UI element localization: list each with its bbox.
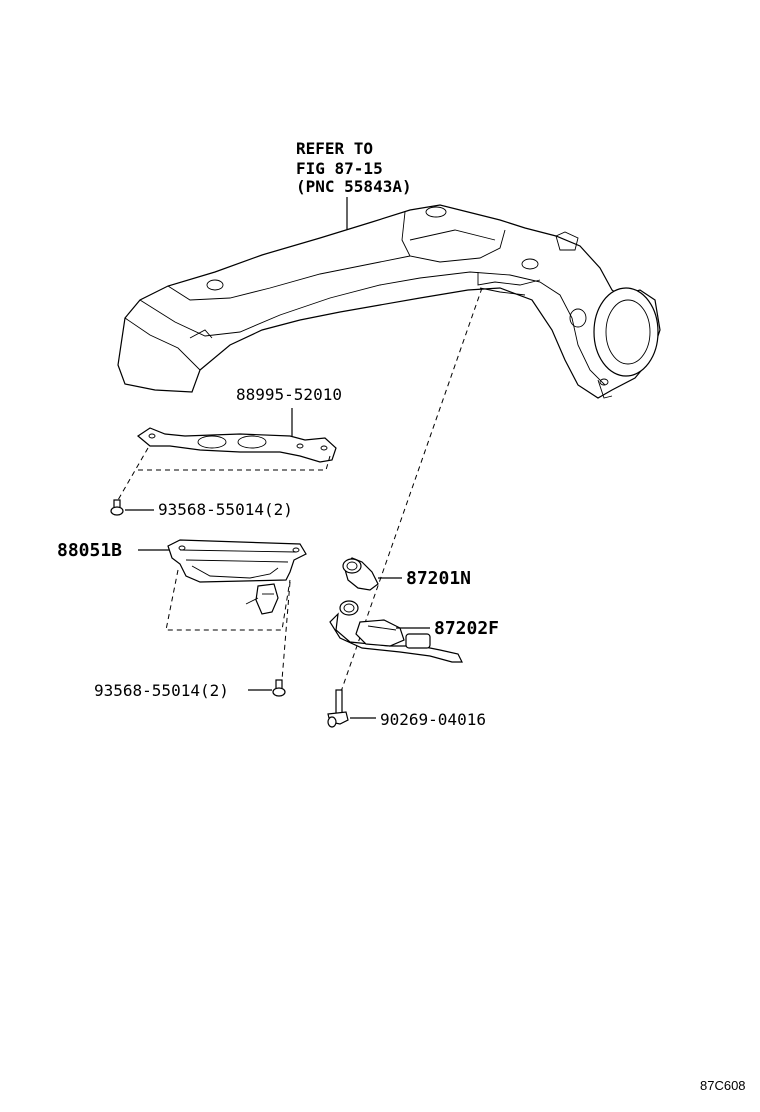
bracket-dash-left bbox=[117, 447, 149, 501]
unit-label: 88051B bbox=[57, 540, 122, 561]
sensor-b-part bbox=[329, 600, 463, 663]
sensor-a-label: 87201N bbox=[406, 568, 471, 589]
reference-line-3: (PNC 55843A) bbox=[296, 177, 412, 196]
bracket-part bbox=[136, 427, 337, 463]
screw-upper bbox=[110, 499, 124, 516]
unit-dash-outline bbox=[165, 569, 291, 631]
sensor-a-part bbox=[342, 557, 379, 591]
mounting-dash-line bbox=[335, 287, 483, 707]
reference-line-2: FIG 87-15 bbox=[296, 159, 383, 178]
reference-line-1: REFER TO bbox=[296, 139, 373, 158]
bracket-part-label: 88995-52010 bbox=[236, 385, 342, 404]
bolt-part bbox=[327, 689, 349, 728]
figure-code: 87C608 bbox=[700, 1078, 746, 1093]
bolt-label: 90269-04016 bbox=[380, 710, 486, 729]
screw-lower bbox=[272, 679, 286, 697]
sensor-b-label: 87202F bbox=[434, 618, 499, 639]
unit-dash-screw bbox=[281, 581, 291, 681]
screw-upper-label: 93568-55014(2) bbox=[158, 500, 293, 519]
bracket-dash-bottom bbox=[138, 455, 331, 471]
air-duct-housing bbox=[117, 204, 661, 399]
screw-lower-label: 93568-55014(2) bbox=[94, 681, 229, 700]
unit-part bbox=[167, 539, 307, 615]
